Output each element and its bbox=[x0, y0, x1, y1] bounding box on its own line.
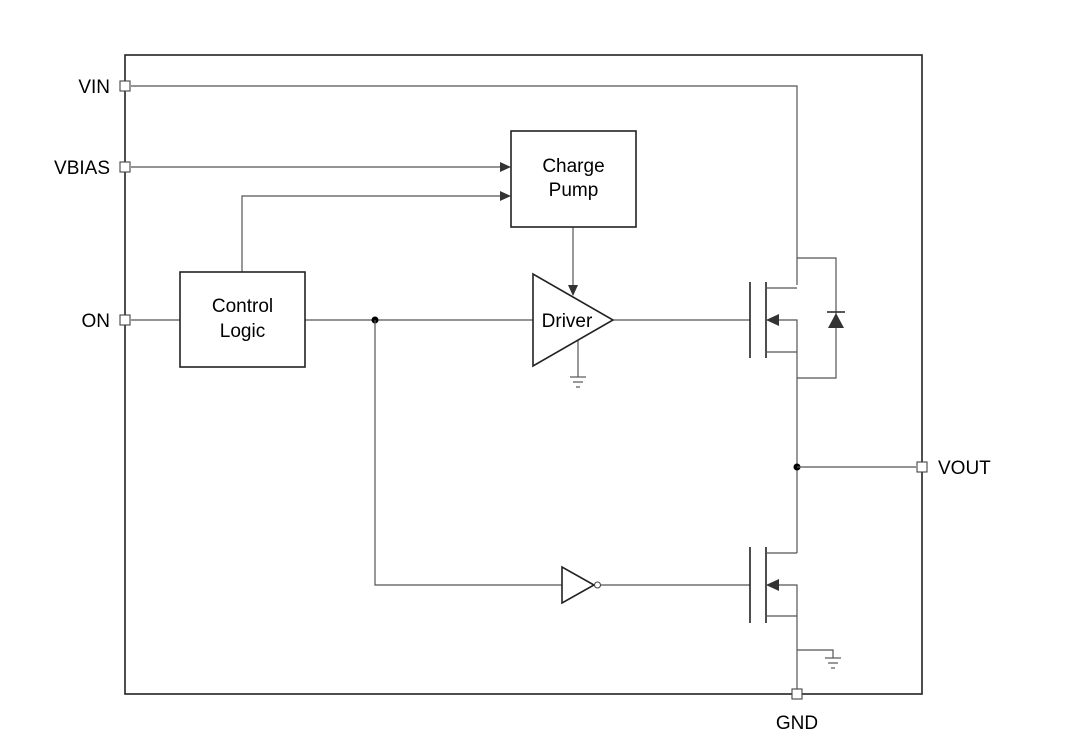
vbias-arrowhead bbox=[500, 162, 511, 172]
control-logic-block: Control Logic bbox=[179, 271, 306, 368]
ground-icon bbox=[825, 657, 841, 669]
inverter-icon bbox=[561, 565, 602, 605]
vbias-pin bbox=[119, 161, 131, 173]
driver-block: Driver bbox=[532, 272, 615, 368]
vin-pin bbox=[119, 80, 131, 92]
body-diode-icon bbox=[827, 311, 845, 328]
on-label: ON bbox=[82, 311, 111, 332]
vout-label: VOUT bbox=[938, 458, 991, 479]
discharge-fet-icon bbox=[749, 547, 798, 623]
logic-to-pump-arrowhead bbox=[500, 191, 511, 201]
ground-icon bbox=[570, 376, 586, 388]
vin-wire bbox=[131, 85, 798, 285]
vout-pin bbox=[916, 461, 928, 473]
charge-pump-block: Charge Pump bbox=[510, 130, 637, 228]
on-pin bbox=[119, 314, 131, 326]
control-logic-label-1: Control bbox=[212, 296, 273, 317]
gnd-ground-wire bbox=[797, 649, 834, 658]
diode-wire bbox=[797, 257, 837, 379]
high-side-fet-icon bbox=[749, 282, 798, 358]
inverter-input-wire bbox=[374, 320, 562, 586]
control-logic-label-2: Logic bbox=[220, 321, 265, 342]
device-outline bbox=[124, 54, 923, 695]
gnd-label: GND bbox=[776, 713, 818, 734]
charge-pump-label-1: Charge bbox=[542, 156, 604, 177]
vbias-label: VBIAS bbox=[54, 158, 110, 179]
pump-to-driver-arrowhead bbox=[568, 285, 578, 296]
driver-label: Driver bbox=[542, 311, 593, 332]
logic-to-pump-wire bbox=[241, 195, 500, 272]
gnd-pin bbox=[791, 688, 803, 700]
vin-label: VIN bbox=[78, 77, 110, 98]
charge-pump-label-2: Pump bbox=[549, 180, 599, 201]
